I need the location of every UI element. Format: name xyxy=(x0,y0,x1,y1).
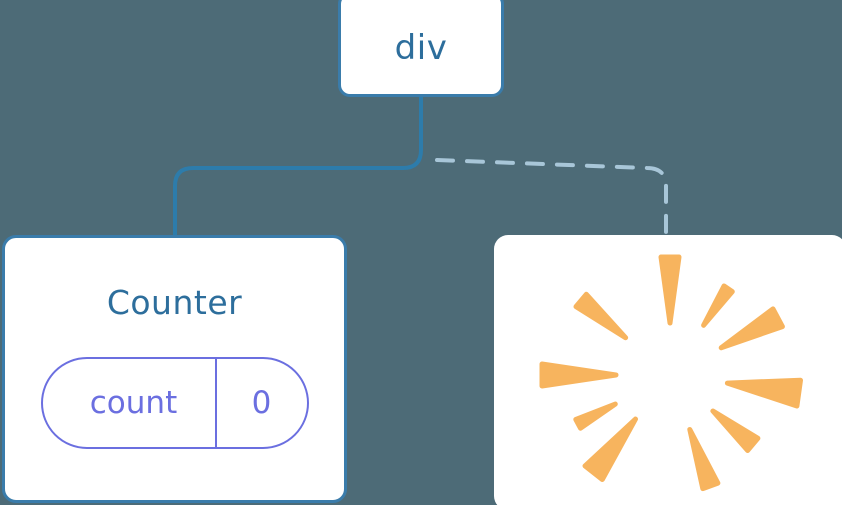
sparkle-ray-2 xyxy=(718,306,785,351)
node-counter-label: Counter xyxy=(106,283,243,322)
node-sparkle-highlight[interactable] xyxy=(494,235,842,505)
state-badge-count[interactable]: count 0 xyxy=(40,357,309,449)
sparkle-ray-1 xyxy=(701,283,735,328)
sparkle-burst-icon xyxy=(539,254,803,492)
node-div[interactable]: div xyxy=(338,0,504,97)
state-key-label: count xyxy=(89,385,178,421)
edge-div-to-counter xyxy=(173,95,423,240)
sparkle-ray-5 xyxy=(724,377,803,409)
node-counter[interactable]: Counter count 0 xyxy=(2,235,347,503)
node-div-label: div xyxy=(394,27,448,68)
sparkle-ray-8 xyxy=(582,416,638,482)
sparkle-ray-6 xyxy=(710,408,761,453)
sparkle-ray-7 xyxy=(687,427,721,492)
edge-div-to-sparkle xyxy=(435,158,668,240)
sparkle-ray-9 xyxy=(573,401,618,431)
sparkle-ray-0 xyxy=(658,254,682,326)
sparkle-ray-3 xyxy=(573,291,629,341)
state-value-label: 0 xyxy=(214,359,307,447)
sparkle-ray-4 xyxy=(539,361,619,389)
